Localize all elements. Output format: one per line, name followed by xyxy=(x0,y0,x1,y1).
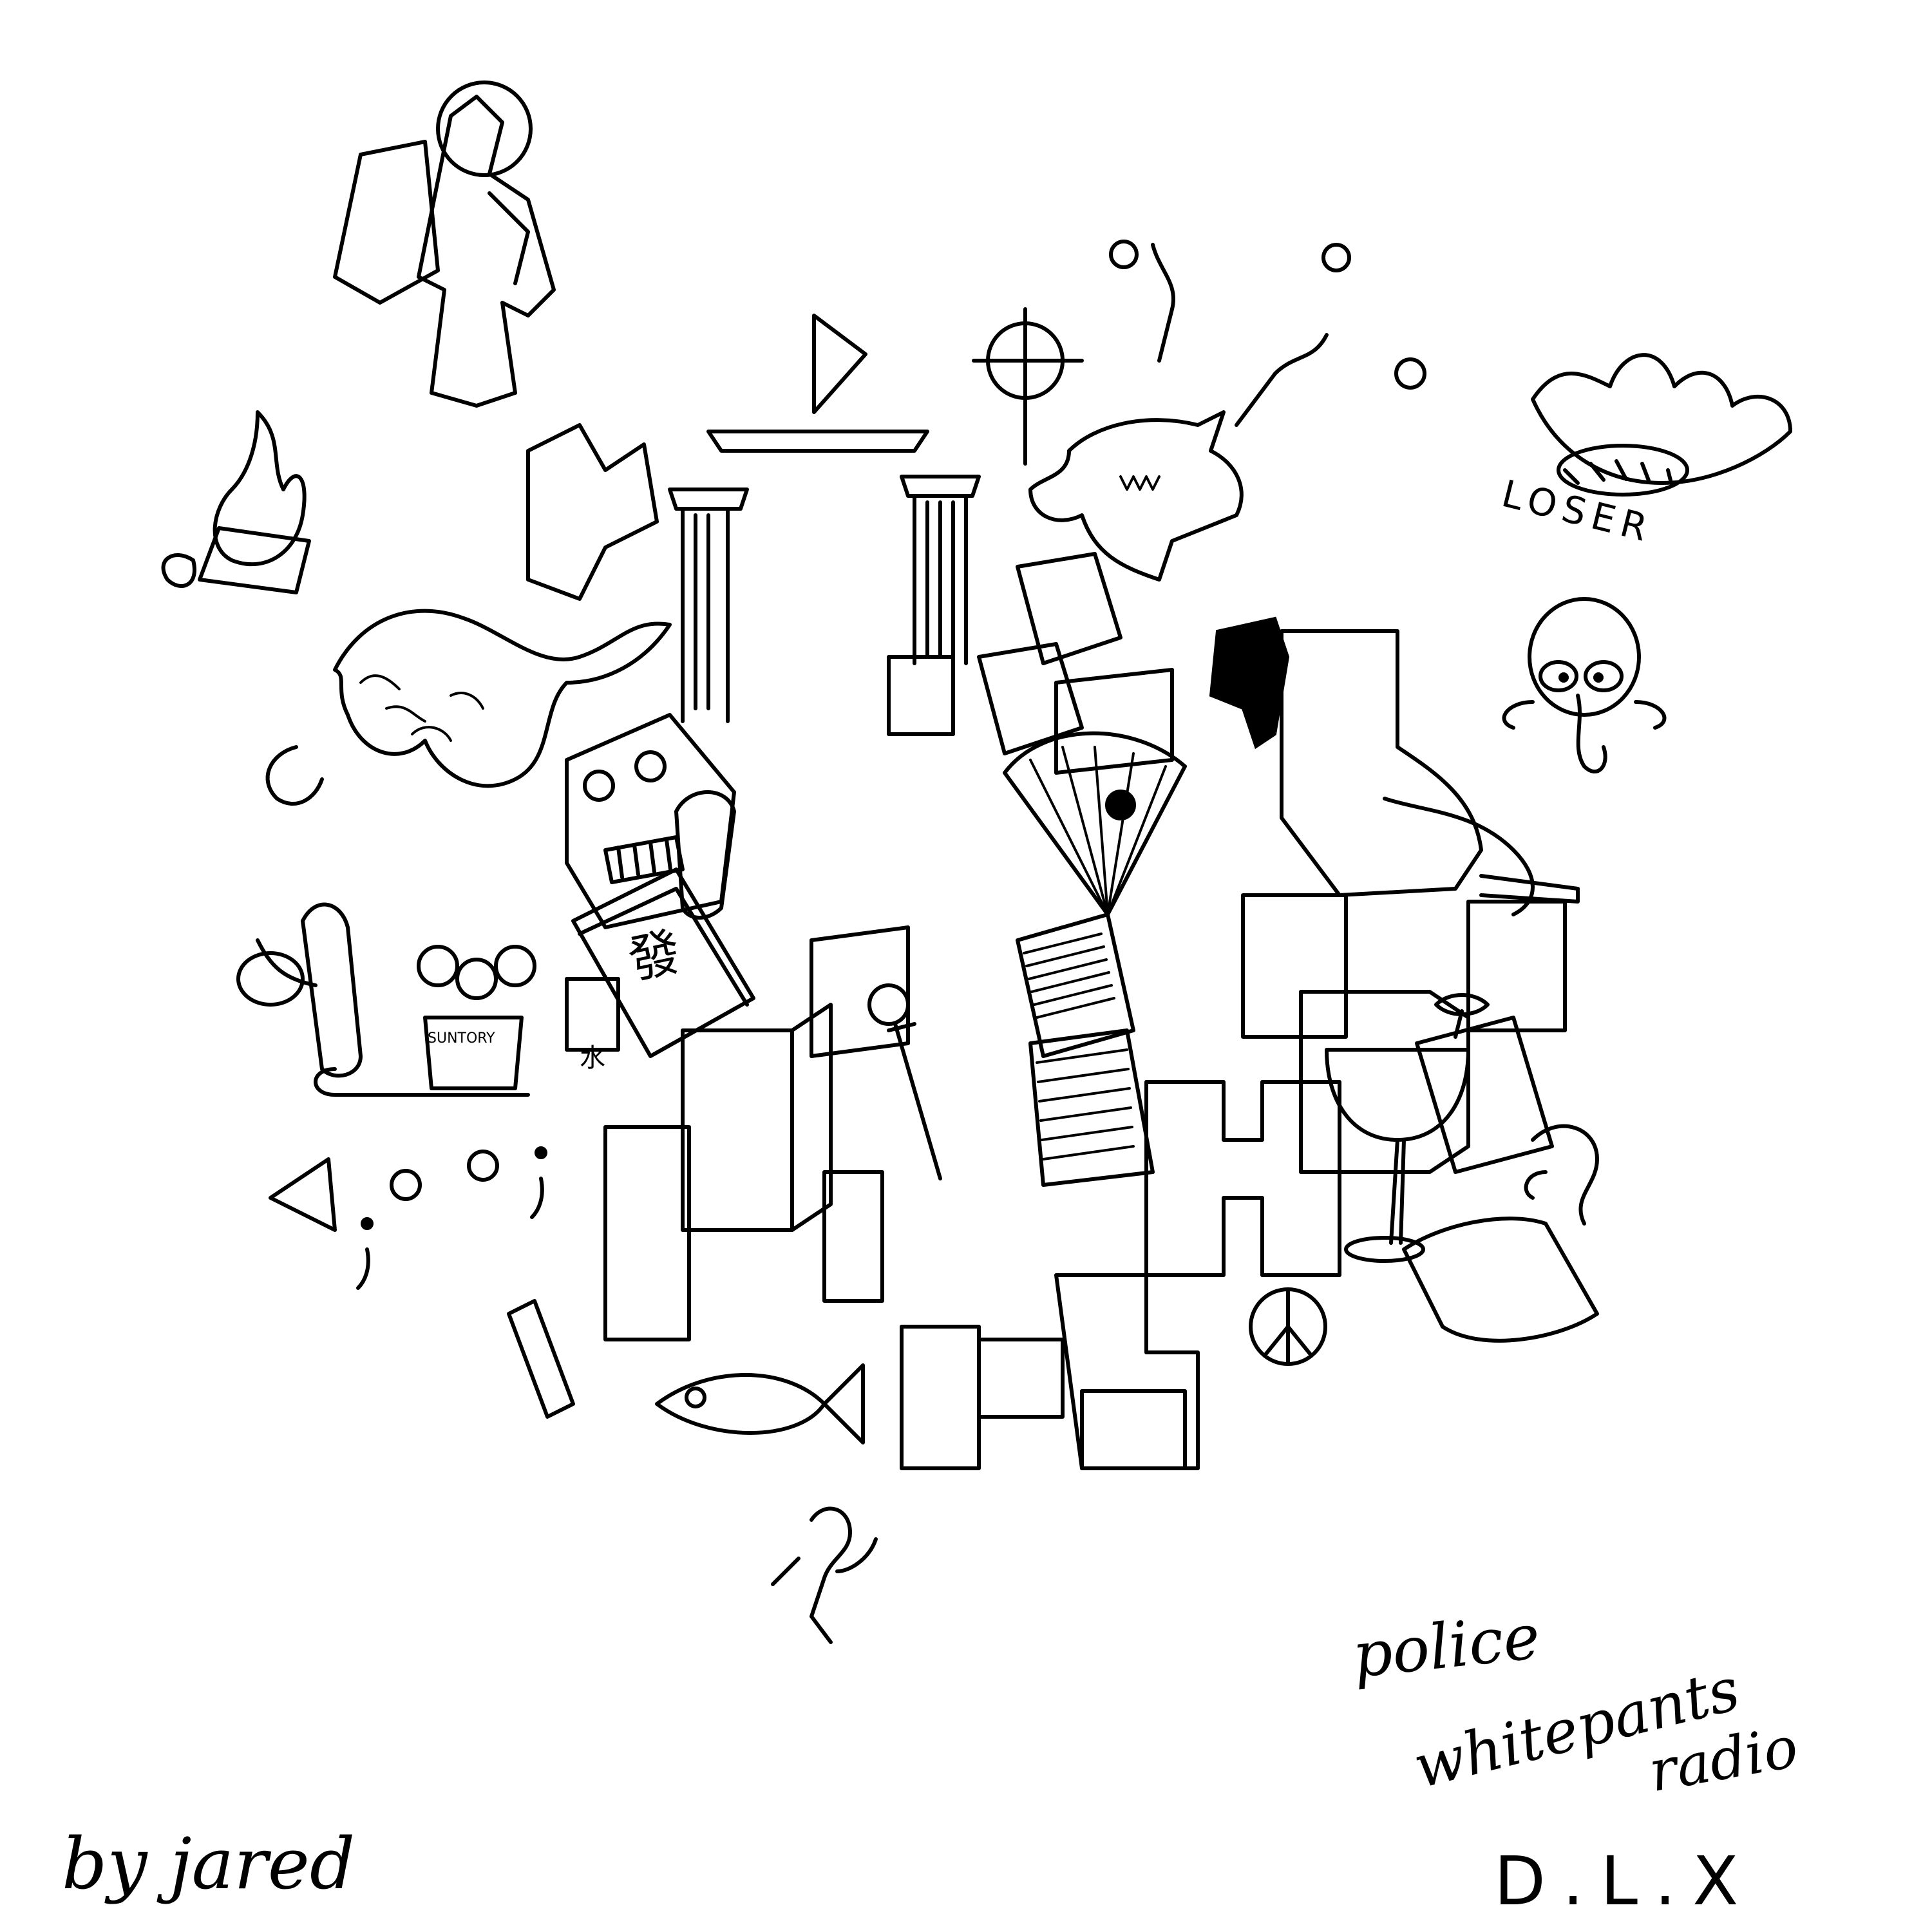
author-credit: by jared xyxy=(62,1823,355,1905)
squid-face xyxy=(1502,597,1667,773)
saint-figure xyxy=(333,80,556,408)
punctuation-doodles xyxy=(269,1146,547,1290)
central-pile xyxy=(236,240,1599,1470)
triangle-flag xyxy=(812,314,867,414)
initials-credit: D.L.X xyxy=(1494,1842,1756,1920)
water-glyph-label: 水 xyxy=(580,1043,605,1073)
flame-torch xyxy=(161,410,311,594)
small-doodles xyxy=(771,1124,1599,1644)
crosshair-symbol xyxy=(972,307,1084,466)
suntory-label: SUNTORY xyxy=(428,1030,495,1046)
lotus-flower xyxy=(1531,353,1792,497)
